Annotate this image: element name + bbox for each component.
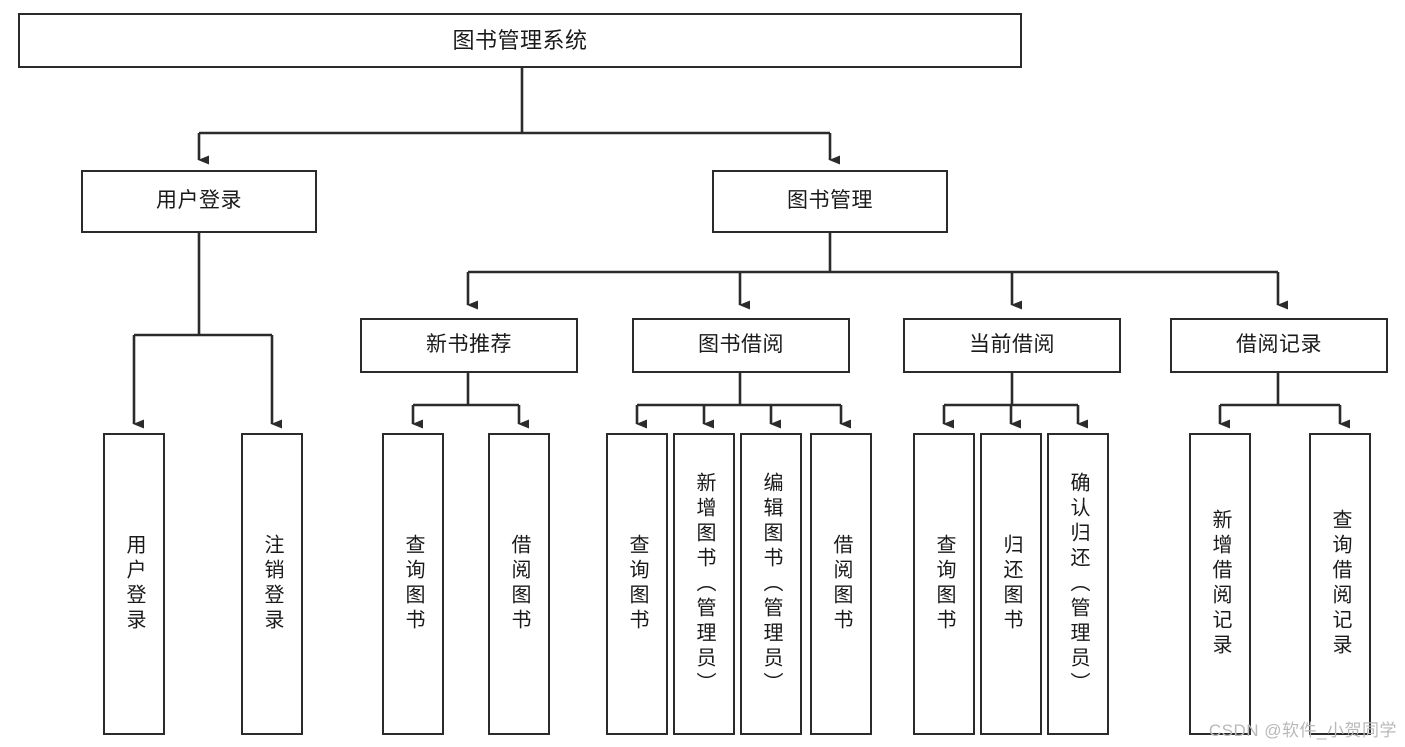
- leaf-new-book-query[interactable]: 查询图书: [382, 433, 444, 735]
- node-new-book-recommend[interactable]: 新书推荐: [360, 318, 578, 373]
- node-book-management[interactable]: 图书管理: [712, 170, 948, 233]
- node-label: 图书管理: [787, 189, 873, 213]
- node-label: 借阅图书: [508, 534, 530, 634]
- node-label: 用户登录: [123, 534, 145, 634]
- node-user-login[interactable]: 用户登录: [81, 170, 317, 233]
- node-label: 新增借阅记录: [1209, 509, 1231, 659]
- leaf-current-confirm-return-admin[interactable]: 确认归还（管理员）: [1047, 433, 1109, 735]
- node-label: 确认归还（管理员）: [1067, 471, 1089, 697]
- leaf-borrow-add-book-admin[interactable]: 新增图书（管理员）: [673, 433, 735, 735]
- node-current-borrow[interactable]: 当前借阅: [903, 318, 1121, 373]
- node-label: 归还图书: [1000, 534, 1022, 634]
- leaf-borrow-query-book[interactable]: 查询图书: [606, 433, 668, 735]
- leaf-user-login-signin[interactable]: 用户登录: [103, 433, 165, 735]
- leaf-user-login-signout[interactable]: 注销登录: [241, 433, 303, 735]
- node-label: 查询借阅记录: [1329, 509, 1351, 659]
- node-book-borrow[interactable]: 图书借阅: [632, 318, 850, 373]
- node-borrow-records[interactable]: 借阅记录: [1170, 318, 1388, 373]
- node-label: 当前借阅: [969, 333, 1055, 357]
- watermark-text: CSDN @软件_小贺同学: [1208, 721, 1397, 740]
- node-label: 借阅记录: [1236, 333, 1322, 357]
- node-label: 注销登录: [261, 534, 283, 634]
- node-label: 查询图书: [402, 534, 424, 634]
- leaf-current-query-book[interactable]: 查询图书: [913, 433, 975, 735]
- leaf-records-add-record[interactable]: 新增借阅记录: [1189, 433, 1251, 735]
- node-root-system[interactable]: 图书管理系统: [18, 13, 1022, 68]
- leaf-borrow-borrow-book[interactable]: 借阅图书: [810, 433, 872, 735]
- leaf-current-return-book[interactable]: 归还图书: [980, 433, 1042, 735]
- node-label: 图书借阅: [698, 333, 784, 357]
- node-label: 新书推荐: [426, 333, 512, 357]
- node-label: 编辑图书（管理员）: [760, 471, 782, 697]
- node-label: 查询图书: [933, 534, 955, 634]
- leaf-records-query-record[interactable]: 查询借阅记录: [1309, 433, 1371, 735]
- node-label: 用户登录: [156, 189, 242, 213]
- leaf-new-book-borrow[interactable]: 借阅图书: [488, 433, 550, 735]
- node-label: 查询图书: [626, 534, 648, 634]
- node-label: 新增图书（管理员）: [693, 471, 715, 697]
- leaf-borrow-edit-book-admin[interactable]: 编辑图书（管理员）: [740, 433, 802, 735]
- node-label: 借阅图书: [830, 534, 852, 634]
- node-label: 图书管理系统: [452, 27, 588, 53]
